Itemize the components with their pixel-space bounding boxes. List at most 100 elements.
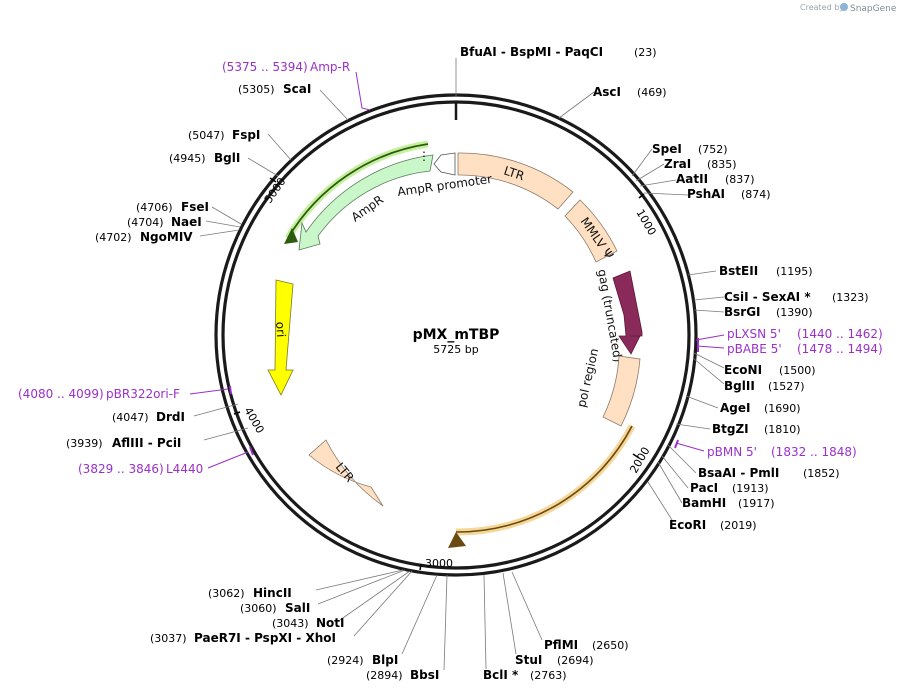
orf-arrowhead-icon xyxy=(448,532,466,548)
site-pshai[interactable]: PshAI xyxy=(687,187,725,201)
site-ecori[interactable]: EcoRI xyxy=(669,518,706,532)
feature-pol-region[interactable] xyxy=(602,355,641,427)
site-connector-lines xyxy=(193,58,725,671)
primer-pbabe[interactable]: pBABE 5' xyxy=(727,342,782,356)
site-afliii-pcii[interactable]: AflIII - PciI xyxy=(112,436,181,450)
site-bsrgi[interactable]: BsrGI xyxy=(724,305,761,319)
plasmid-name: pMX_mTBP xyxy=(413,327,500,343)
site-bbsi[interactable]: BbsI xyxy=(410,668,439,682)
site-fsei[interactable]: FseI xyxy=(181,200,209,214)
site-bfuai[interactable]: BfuAI - BspMI - PaqCI xyxy=(460,45,603,59)
site-bgli-pos: (4945) xyxy=(169,152,206,165)
site-bsteii-pos: (1195) xyxy=(776,265,813,278)
site-pflmi[interactable]: PflMI xyxy=(544,638,578,652)
site-blpi-pos: (2924) xyxy=(327,654,364,667)
site-asci[interactable]: AscI xyxy=(593,85,621,99)
site-pflmi-pos: (2650) xyxy=(592,639,629,652)
site-pshai-pos: (874) xyxy=(741,188,771,201)
tick-label-2000: 2000 xyxy=(627,445,652,476)
site-ecori-pos: (2019) xyxy=(720,519,757,532)
feature-ori[interactable] xyxy=(267,279,294,396)
site-spei-pos: (752) xyxy=(698,143,728,156)
site-hincii[interactable]: HincII xyxy=(253,586,292,600)
primer-connector-lines xyxy=(189,71,725,469)
feature-ori-label: ori xyxy=(273,321,288,338)
site-noti[interactable]: NotI xyxy=(316,616,345,630)
feature-ampr[interactable] xyxy=(298,154,434,251)
site-noti-pos: (3043) xyxy=(272,617,309,630)
primer-l4440[interactable]: L4440 xyxy=(166,462,203,476)
plasmid-size: 5725 bp xyxy=(433,343,478,356)
orf-highlight xyxy=(455,424,636,536)
site-zrai[interactable]: ZraI xyxy=(664,157,691,171)
feature-ampr-promoter[interactable] xyxy=(433,152,456,176)
site-csii-pos: (1323) xyxy=(832,291,869,304)
feature-ltr-bottom[interactable] xyxy=(308,439,384,507)
site-econi-pos: (1500) xyxy=(779,364,816,377)
site-bamhi[interactable]: BamHI xyxy=(682,496,726,510)
primer-pbr322-range: (4080 .. 4099) xyxy=(18,387,104,401)
ampr-highlight-arrowhead-icon xyxy=(284,228,298,244)
snapgene-logo-icon xyxy=(840,3,848,11)
primer-ampr-range: (5375 .. 5394) xyxy=(222,60,308,74)
site-bamhi-pos: (1917) xyxy=(738,497,775,510)
primer-pbmn-range: (1832 .. 1848) xyxy=(771,445,857,459)
feature-ltr-top[interactable] xyxy=(457,152,574,210)
site-econi[interactable]: EcoNI xyxy=(724,363,762,377)
site-naei[interactable]: NaeI xyxy=(171,215,202,229)
primer-plxsn[interactable]: pLXSN 5' xyxy=(727,327,781,341)
site-scai[interactable]: ScaI xyxy=(283,82,311,96)
ampr-dots-icon: ⋮ xyxy=(418,149,430,163)
site-scai-pos: (5305) xyxy=(238,83,275,96)
site-bfuai-pos: (23) xyxy=(634,46,657,59)
site-asci-pos: (469) xyxy=(637,86,667,99)
site-bsrgi-pos: (1390) xyxy=(776,306,813,319)
site-aatii-pos: (837) xyxy=(725,173,755,186)
credit-brand: SnapGene xyxy=(850,4,897,14)
site-spei[interactable]: SpeI xyxy=(652,142,682,156)
feature-mmlv-psi[interactable] xyxy=(564,199,618,263)
site-bcli[interactable]: BclI * xyxy=(483,668,519,682)
site-blpi[interactable]: BlpI xyxy=(372,653,398,667)
site-aatii[interactable]: AatII xyxy=(676,172,708,186)
primer-plxsn-range: (1440 .. 1462) xyxy=(797,327,883,341)
site-paci[interactable]: PacI xyxy=(690,481,718,495)
feature-ampr-promoter-label: AmpR promoter xyxy=(396,172,492,199)
primer-pbr322[interactable]: pBR322ori-F xyxy=(106,387,180,401)
site-paer7i[interactable]: PaeR7I - PspXI - XhoI xyxy=(194,631,336,645)
ampr-highlight-arrow xyxy=(287,143,429,239)
site-sali-pos: (3060) xyxy=(240,602,277,615)
site-bgli[interactable]: BglI xyxy=(214,151,240,165)
feature-gag-truncated[interactable] xyxy=(612,270,643,355)
site-ngomiv[interactable]: NgoMIV xyxy=(140,230,193,244)
site-bbsi-pos: (2894) xyxy=(366,669,403,682)
tick-label-3000: 3000 xyxy=(425,557,453,570)
site-agei-pos: (1690) xyxy=(764,402,801,415)
feature-pol-label: pol region xyxy=(574,347,601,409)
site-fspi-pos: (5047) xyxy=(188,129,225,142)
site-csii-sexai[interactable]: CsiI - SexAI * xyxy=(724,290,811,304)
site-bglii-pos: (1527) xyxy=(768,380,805,393)
site-bsaai-pos: (1852) xyxy=(803,467,840,480)
site-ngomiv-pos: (4702) xyxy=(95,231,132,244)
site-afliii-pos: (3939) xyxy=(66,437,103,450)
site-drdi[interactable]: DrdI xyxy=(156,410,185,424)
feature-ltr-top-label: LTR xyxy=(502,164,526,184)
site-zrai-pos: (835) xyxy=(707,158,737,171)
site-fspi[interactable]: FspI xyxy=(232,128,260,142)
credit-prefix: Created by xyxy=(800,3,844,12)
site-paci-pos: (1913) xyxy=(732,482,769,495)
site-btgzi[interactable]: BtgZI xyxy=(712,422,749,436)
site-paer7i-pos: (3037) xyxy=(150,632,187,645)
primer-pbmn[interactable]: pBMN 5' xyxy=(707,445,757,459)
primer-ampr[interactable]: Amp-R xyxy=(310,60,350,74)
site-bglii[interactable]: BglII xyxy=(724,379,755,393)
site-stui[interactable]: StuI xyxy=(515,653,542,667)
site-naei-pos: (4704) xyxy=(127,216,164,229)
site-bsaai-pmli[interactable]: BsaAI - PmlI xyxy=(698,466,779,480)
tick-marks xyxy=(233,177,645,571)
site-bsteii[interactable]: BstEII xyxy=(719,264,758,278)
site-agei[interactable]: AgeI xyxy=(720,401,750,415)
site-sali[interactable]: SalI xyxy=(285,601,310,615)
